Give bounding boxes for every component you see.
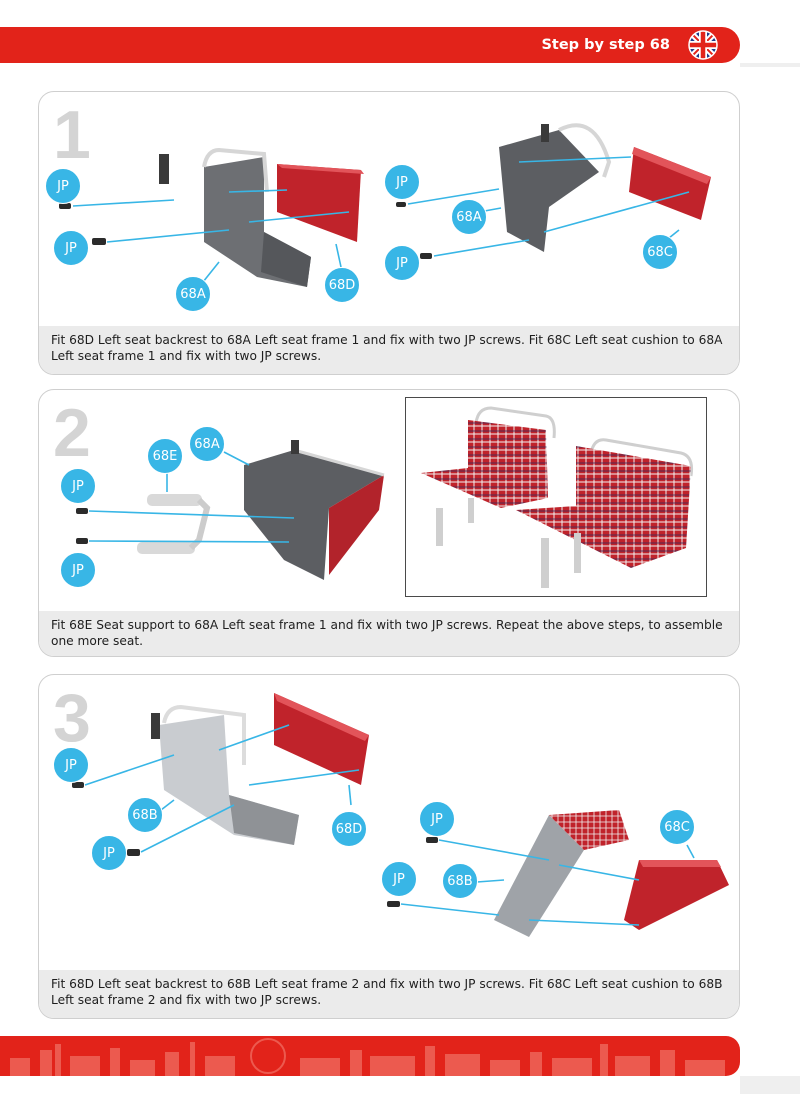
part-label-jp: JP — [91, 835, 127, 871]
part-label-68a: 68A — [189, 426, 225, 462]
part-label-68a: 68A — [451, 199, 487, 235]
part-label-68e: 68E — [147, 438, 183, 474]
step-2-panel: 2 68E 68A JP JP — [38, 389, 740, 657]
part-label-jp: JP — [384, 245, 420, 281]
part-label-68d: 68D — [324, 267, 360, 303]
part-label-68b: 68B — [442, 863, 478, 899]
seat-cushion-68c-illustration — [629, 147, 711, 220]
seat-left — [421, 408, 554, 546]
assembled-seats-illustration — [406, 398, 706, 596]
part-label-68d: 68D — [331, 811, 367, 847]
step-1-caption: Fit 68D Left seat backrest to 68A Left s… — [39, 326, 739, 374]
part-label-68c: 68C — [642, 234, 678, 270]
part-label-jp: JP — [384, 164, 420, 200]
footer-bar — [0, 1036, 740, 1076]
part-label-jp: JP — [45, 168, 81, 204]
header-bar: Step by step 68 — [0, 27, 740, 63]
seat-backrest-68d-illustration — [277, 164, 364, 242]
part-label-68b: 68B — [127, 797, 163, 833]
part-label-jp: JP — [60, 468, 96, 504]
part-label-68a: 68A — [175, 276, 211, 312]
seat-frame-68a-right-illustration — [499, 124, 609, 252]
step-1-panel: 1 — [38, 91, 740, 375]
seat-support-68e-illustration — [137, 494, 207, 554]
step-1-illustration — [39, 92, 739, 326]
step-2-caption: Fit 68E Seat support to 68A Left seat fr… — [39, 611, 739, 656]
part-label-jp: JP — [53, 747, 89, 783]
part-label-jp: JP — [419, 801, 455, 837]
seat-cushion-68c-illustration — [624, 860, 729, 930]
footer-edge — [740, 1076, 800, 1094]
header-edge — [740, 63, 800, 67]
part-label-jp: JP — [60, 552, 96, 588]
step-3-panel: 3 — [38, 674, 740, 1019]
part-label-jp: JP — [381, 861, 417, 897]
page-title: Step by step 68 — [541, 27, 670, 63]
part-label-jp: JP — [53, 230, 89, 266]
uk-flag-icon — [688, 30, 718, 60]
london-skyline-icon — [0, 1036, 740, 1076]
step-3-caption: Fit 68D Left seat backrest to 68B Left s… — [39, 970, 739, 1018]
seat-frame-68b-right-illustration — [494, 810, 629, 937]
assembled-seats-photo — [405, 397, 707, 597]
seat-frame-68a-illustration — [244, 440, 384, 580]
part-label-68c: 68C — [659, 809, 695, 845]
